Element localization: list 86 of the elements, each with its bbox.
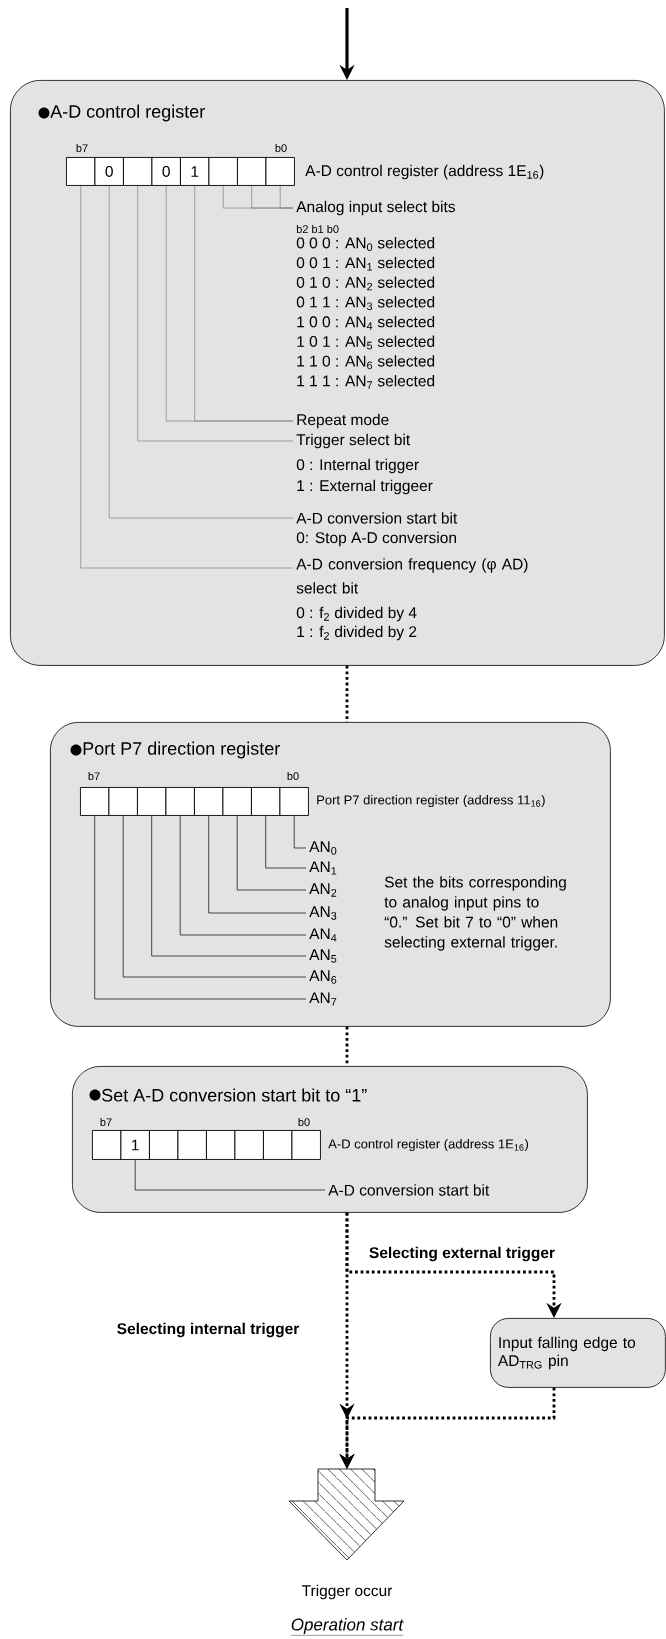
bit-number: b0 [275, 144, 287, 153]
bit-setting: 1 0 0 : AN$_{4}$ selected [297, 315, 435, 330]
annotation-text: A-D conversion start bit [328, 1184, 490, 1196]
bit-number: b7 [88, 772, 100, 781]
annotation-text: Analog input select bits [296, 200, 455, 216]
heading: A-D control register [38, 104, 205, 122]
register-cell [137, 787, 167, 816]
register-cell [108, 787, 138, 816]
leader-line [293, 815, 307, 849]
leader-line [265, 815, 307, 869]
register-name: Port P7 direction register (address 11$_{16}$) [317, 794, 545, 808]
edge-label: Selecting external trigger [367, 1245, 557, 1263]
bit-number: b7 [76, 144, 88, 153]
annotation-text: 1 : External triggeer [297, 479, 433, 495]
register-cell [123, 157, 153, 186]
leader-line [137, 185, 294, 442]
bit-number: b7 [100, 1117, 112, 1127]
register-cell [149, 1130, 179, 1160]
leader-line [134, 1159, 326, 1191]
edge-label: Selecting internal trigger [115, 1321, 301, 1339]
node-label: Trigger occur [302, 1584, 393, 1600]
bit-setting: 1 0 1 : AN$_{5}$ selected [297, 335, 435, 350]
register-cell [206, 1130, 236, 1160]
bit-setting: 1 1 1 : AN$_{7}$ selected [297, 375, 435, 389]
heading: Set A-D conversion start bit to “1” [89, 1088, 367, 1102]
bit-setting: 0 1 1 : AN$_{3}$ selected [296, 296, 435, 311]
process-box: Input falling edge to AD$_{TRG}$ pin [490, 1318, 666, 1388]
register-cell [263, 1130, 293, 1160]
bit-setting: 0 0 1 : AN$_{1}$ selected [296, 256, 435, 271]
register-cell: 1 [180, 157, 210, 186]
bit-setting: 0 1 0 : AN$_{2}$ selected [296, 276, 435, 291]
annotation-text: AN$_{3}$ [309, 906, 337, 920]
register-cell [265, 157, 295, 186]
note-text: Set the bits corresponding to analog input pins to “0.” Set bit 7 to “0” when selecting external trigger. [384, 876, 566, 951]
register-name: A-D control register (address 1E$_{16}$) [305, 164, 544, 180]
annotation-text: AN$_{0}$ [309, 841, 337, 855]
leader-line [108, 185, 294, 519]
leader-line [151, 815, 307, 957]
leader-line [122, 815, 307, 978]
node-label: Operation start [290, 1618, 404, 1636]
leader-line [208, 815, 307, 914]
register-cell [92, 1130, 122, 1160]
annotation-text: AN$_{1}$ [309, 861, 337, 875]
annotation-text: Trigger select bit [296, 433, 411, 449]
leader-line [194, 185, 294, 422]
register-name: A-D control register (address 1E$_{16}$) [328, 1138, 529, 1152]
annotation-text: AN$_{7}$ [309, 992, 337, 1006]
leader-line [94, 815, 307, 1000]
leader-line [80, 185, 294, 569]
register-cell [251, 787, 281, 816]
register-cell [80, 787, 110, 816]
annotation-text: A-D conversion start bit [296, 512, 458, 524]
register-cell [208, 157, 238, 186]
register-cell [234, 1130, 264, 1160]
annotation-text: Repeat mode [297, 413, 389, 429]
bit-number: b0 [287, 772, 299, 781]
register-cell: 0 [151, 157, 181, 186]
bit-setting: 0 0 0 : AN$_{0}$ selected [296, 237, 435, 251]
annotation-text: 0 : f$_{2}$ divided by 4 [296, 606, 417, 622]
connector [345, 665, 349, 722]
leader-line [279, 185, 294, 209]
register-cell [237, 157, 267, 186]
connector [345, 1026, 349, 1066]
hatched-arrow [288, 1468, 405, 1561]
annotation-text: AN$_{2}$ [309, 883, 337, 897]
annotation-text: 0 : Internal trigger [296, 458, 419, 474]
annotation-text: AN$_{4}$ [309, 928, 337, 942]
leader-line [179, 815, 307, 936]
column-heads: b2 b1 b0 [296, 225, 339, 234]
register-cell [291, 1130, 321, 1160]
register-cell [279, 787, 309, 816]
register-cell [177, 1130, 207, 1160]
annotation-text: 1 : f$_{2}$ divided by 2 [297, 625, 417, 641]
register-cell [165, 787, 195, 816]
register-cell: 0 [94, 157, 124, 186]
leader-line [236, 815, 307, 891]
bit-number: b0 [298, 1117, 310, 1127]
register-cell [66, 157, 96, 186]
annotation-text: AN$_{5}$ [309, 949, 337, 963]
heading: Port P7 direction register [70, 741, 280, 759]
bit-setting: 1 1 0 : AN$_{6}$ selected [297, 355, 435, 370]
register-cell [194, 787, 224, 816]
register-cell: 1 [120, 1130, 150, 1160]
annotation-text: AN$_{6}$ [309, 970, 337, 984]
annotation-text: 0: Stop A-D conversion [296, 531, 456, 547]
register-cell [222, 787, 252, 816]
